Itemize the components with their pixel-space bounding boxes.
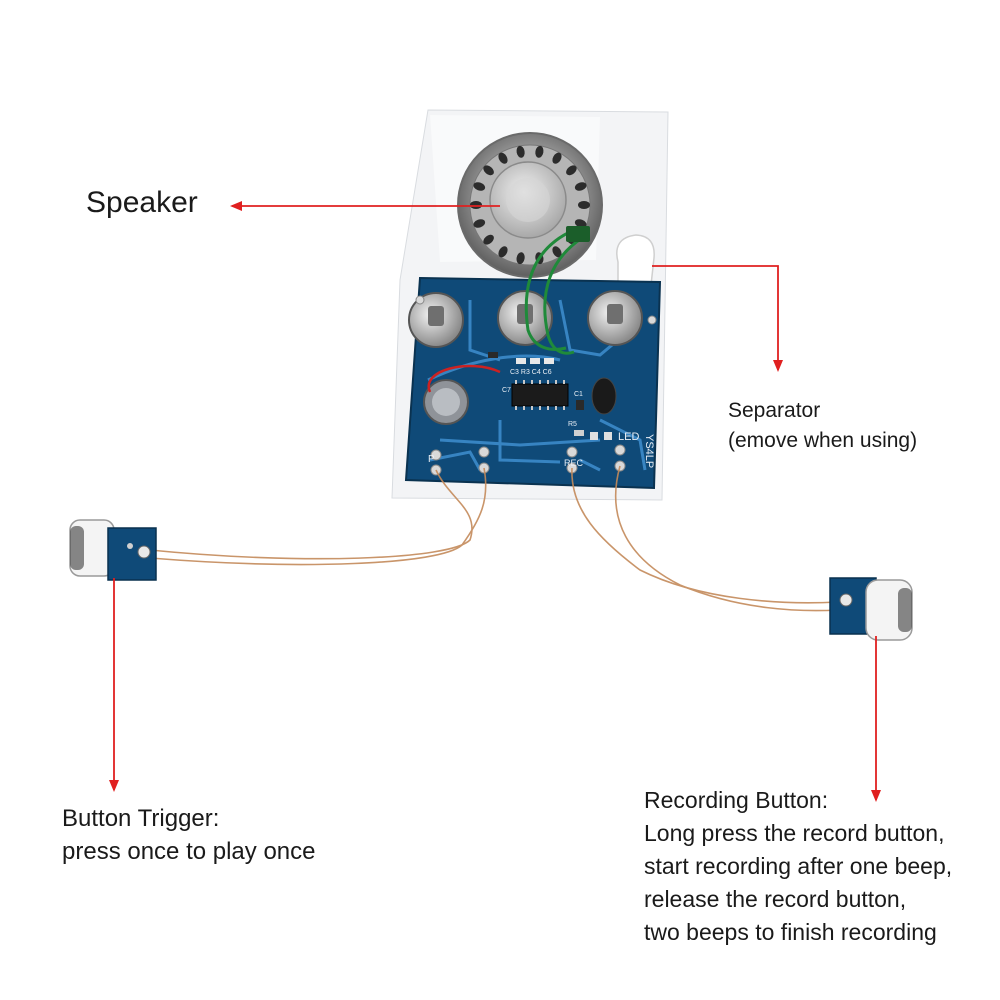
speaker-grille-hole xyxy=(535,145,544,158)
speaker-grille-hole xyxy=(498,152,508,164)
recording-button-label-line: two beeps to finish recording xyxy=(644,919,937,945)
separator-label-line: Separator xyxy=(728,399,821,422)
button-trigger-label-line: press once to play once xyxy=(62,838,316,865)
speaker-grille-hole xyxy=(574,182,587,191)
speaker-grille-hole xyxy=(574,219,587,228)
recording-button-label-line: Long press the record button, xyxy=(644,820,945,846)
capacitor xyxy=(591,377,617,415)
speaker-label: Speaker xyxy=(86,186,198,219)
battery-holders xyxy=(408,290,643,348)
speaker-grille-hole xyxy=(578,201,590,209)
speaker-grille-hole xyxy=(552,246,562,258)
button-trigger-label-line: Button Trigger: xyxy=(62,805,220,832)
board-text-model: YS4LP xyxy=(643,434,655,468)
speaker-grille-hole xyxy=(566,165,577,176)
recording-button-label-line: Recording Button: xyxy=(644,787,829,813)
speaker-grille-hole xyxy=(483,165,494,176)
speaker-grille-hole xyxy=(473,219,486,228)
trigger-button[interactable] xyxy=(69,519,157,581)
board-text-c3: C3 R3 C4 C6 xyxy=(510,369,552,376)
speaker-terminal xyxy=(566,226,590,242)
speaker-grille-hole xyxy=(552,152,562,164)
separator-label: Separator (emove when using) xyxy=(728,396,917,456)
speaker-grille-hole xyxy=(516,145,525,158)
smd-components xyxy=(488,352,612,440)
speaker xyxy=(457,132,603,278)
microphone xyxy=(423,379,469,425)
speaker-grille-hole xyxy=(470,201,482,209)
separator-label-line: (emove when using) xyxy=(728,429,918,452)
speaker-grille-hole xyxy=(498,246,508,258)
speaker-wires xyxy=(524,228,583,355)
recording-button-label-line: start recording after one beep, xyxy=(644,853,953,879)
button-wires xyxy=(149,465,839,612)
pcb-board: LED REC P YS4LP C3 R3 C4 C6 C7 C1 R5 xyxy=(404,276,662,490)
board-text-led: LED xyxy=(618,431,639,443)
recording-button-label-line: release the record button, xyxy=(644,886,907,912)
board-text-rec: REC xyxy=(564,458,584,468)
record-button[interactable] xyxy=(829,577,913,641)
annotation-arrows xyxy=(109,201,881,802)
speaker-grille-hole xyxy=(483,234,494,245)
button-trigger-label: Button Trigger: press once to play once xyxy=(62,802,316,868)
speaker-grille-hole xyxy=(473,182,486,191)
board-markings: LED REC P YS4LP C3 R3 C4 C6 C7 C1 R5 xyxy=(428,369,655,468)
recording-button-label: Recording Button: Long press the record … xyxy=(644,784,952,949)
board-text-c1: C1 xyxy=(574,391,583,398)
ic-chip xyxy=(511,380,569,410)
separator-arrow xyxy=(652,265,783,372)
mic-wire xyxy=(427,364,501,393)
board-text-c7: C7 xyxy=(502,387,511,394)
speaker-grille-hole xyxy=(516,252,525,265)
board-text-play: P xyxy=(428,454,435,465)
board-text-r5: R5 xyxy=(568,421,577,428)
